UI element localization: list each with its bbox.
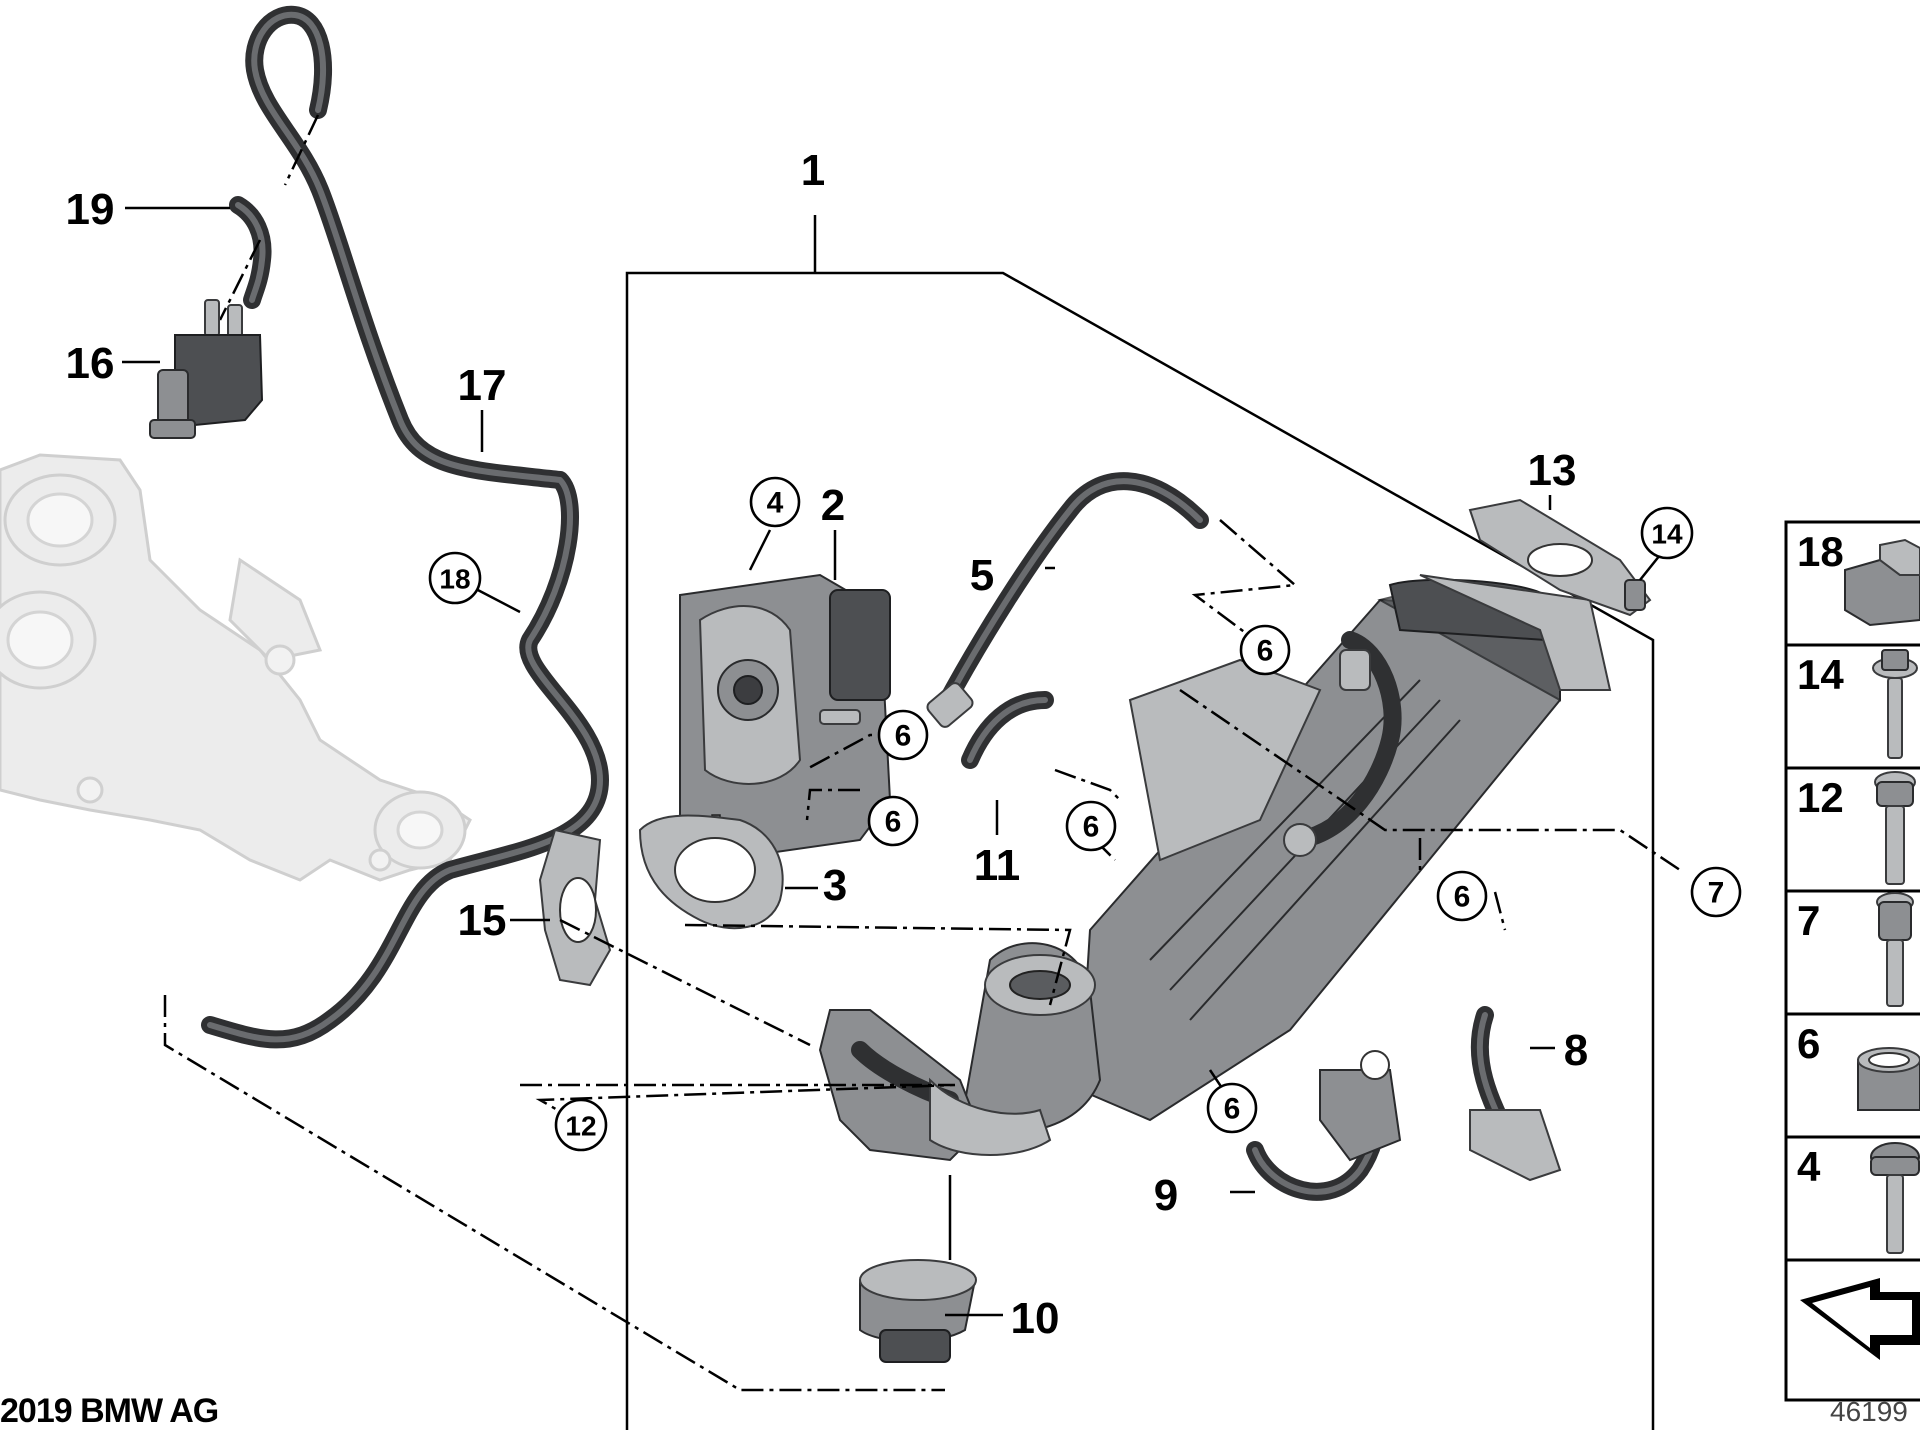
svg-text:6: 6 (895, 720, 912, 753)
gasket-15 (538, 828, 612, 987)
copyright-text: 2019 BMW AG (0, 1392, 219, 1430)
pan-head-screw-icon (1870, 1142, 1920, 1254)
dash-6-b (805, 788, 860, 821)
ghost-exhaust-manifold (0, 453, 472, 882)
callout-16: 16 (66, 339, 115, 388)
callout-9: 9 (1154, 1171, 1178, 1220)
short-hose-19 (229, 196, 272, 309)
bolt-14 (1624, 579, 1646, 611)
pressure-converter-16 (149, 299, 264, 439)
callout-6b-circled: 6 (867, 795, 919, 847)
svg-text:6: 6 (1454, 881, 1471, 914)
leader-14 (1639, 554, 1661, 581)
hose-11 (961, 691, 1054, 769)
gasket-13 (1468, 498, 1652, 617)
leader-4 (748, 529, 772, 571)
sidebar-number-7: 7 (1797, 897, 1820, 944)
leader-18 (473, 586, 521, 614)
callout-6a-circled: 6 (877, 709, 929, 761)
callout-5: 5 (970, 551, 994, 600)
small-parts-sidebar: 18 14 12 7 6 4 (1784, 520, 1920, 1402)
dash-17-to-10 (163, 995, 945, 1392)
callout-12-circled: 12 (554, 1098, 608, 1152)
dash-7 (1179, 688, 1681, 872)
callout-10: 10 (1011, 1294, 1060, 1343)
sidebar-number-12: 12 (1797, 774, 1844, 821)
callout-6c-circled: 6 (1065, 800, 1117, 852)
egr-valve-2 (679, 573, 892, 876)
dash-6-c (1054, 768, 1121, 801)
dash-15 (559, 918, 811, 1047)
egr-cooler (1078, 574, 1612, 1122)
callout-6e-circled: 6 (1436, 870, 1488, 922)
callout-11: 11 (974, 841, 1021, 890)
assembly-1-bracket (625, 271, 1655, 1430)
callout-18-circled: 18 (428, 551, 482, 605)
callout-15: 15 (458, 896, 507, 945)
sleeve-ring-icon (1857, 1047, 1920, 1111)
callout-8: 8 (1564, 1026, 1588, 1075)
svg-text:6: 6 (1257, 635, 1274, 668)
sidebar-number-18: 18 (1797, 528, 1844, 575)
gasket-3 (638, 814, 784, 930)
svg-text:14: 14 (1651, 519, 1683, 550)
dash-hose5-to-6 (1191, 519, 1299, 641)
hose-clip-icon (1844, 538, 1920, 627)
hose-8 (1469, 1006, 1562, 1182)
svg-text:12: 12 (565, 1111, 596, 1142)
hose-5 (926, 472, 1209, 728)
callout-2: 2 (821, 481, 845, 530)
callout-1: 1 (801, 146, 825, 195)
callout-3: 3 (823, 861, 847, 910)
svg-text:6: 6 (1083, 811, 1100, 844)
sidebar-number-14: 14 (1797, 651, 1844, 698)
hose-19-connection-line (218, 239, 262, 321)
callout-7-circled: 7 (1690, 866, 1742, 918)
vacuum-unit-10 (859, 1175, 977, 1363)
direction-arrow-icon (1800, 1278, 1920, 1360)
dash-3-to-flange (684, 923, 1072, 1006)
callout-19: 19 (66, 185, 115, 234)
vacuum-hose-17 (201, 5, 609, 1049)
svg-text:18: 18 (439, 564, 470, 595)
callout-4-circled: 4 (749, 476, 801, 528)
hose-9 (1246, 1050, 1402, 1201)
svg-text:7: 7 (1708, 877, 1725, 910)
hose-17-connection-line (283, 114, 320, 186)
callout-17: 17 (458, 361, 507, 410)
hex-collar-bolt-icon (1876, 892, 1914, 1007)
svg-text:6: 6 (885, 806, 902, 839)
callout-6f-circled: 6 (1206, 1082, 1258, 1134)
sidebar-number-6: 6 (1797, 1020, 1820, 1067)
dash-6-e (1418, 838, 1507, 931)
callout-14-circled: 14 (1640, 506, 1694, 560)
svg-text:6: 6 (1224, 1093, 1241, 1126)
callout-6d-circled: 6 (1239, 624, 1291, 676)
flange-bolt-icon (1872, 649, 1918, 759)
svg-text:4: 4 (767, 487, 784, 520)
torx-bolt-icon (1874, 771, 1916, 885)
sidebar-number-4: 4 (1797, 1143, 1821, 1190)
callout-13: 13 (1528, 446, 1577, 495)
image-number: 46199 (1830, 1396, 1908, 1427)
